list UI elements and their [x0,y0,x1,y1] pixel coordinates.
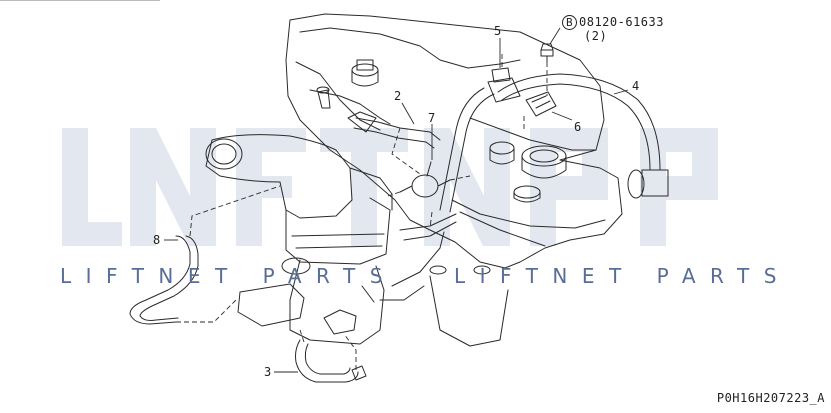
dash-elbow-2 [391,127,421,175]
valve-7 [399,161,451,198]
watermark-text-left: LIFTNET PARTS [60,264,397,288]
callout-6: 6 [574,120,582,134]
breather-hose-4 [439,73,669,213]
dash-valve-7 [387,175,471,197]
callout-8: 8 [153,233,161,247]
callout-7: 7 [428,111,436,125]
leader-4 [613,89,629,95]
engine-cover-outline [285,13,623,269]
watermark-logo [62,128,718,246]
filler-cap-right [489,141,515,165]
bolt-quantity: (2) [584,29,608,43]
bolt-symbol: B [562,15,577,30]
figure-code: P0H16H207223_A [716,391,825,405]
fitting-left [316,86,331,109]
callout-3: 3 [264,365,272,379]
top-rule [0,0,160,1]
filler-neck [521,145,567,179]
dash-lower [429,211,433,229]
bracket-6 [525,91,557,117]
callout-5: 5 [494,24,502,38]
connector-5 [487,67,521,103]
dash-hose-8-bottom [176,299,237,323]
hose-8 [129,235,199,325]
callout-4: 4 [632,79,640,93]
leader-6 [551,111,573,121]
plug-small [513,185,541,203]
bolt-b [540,43,554,63]
watermark-text-right: LIFTNET PARTS [454,264,791,288]
dash-hose-3 [299,329,357,370]
leader-2 [401,102,415,125]
callout-2: 2 [394,89,402,103]
leader-bolt [549,27,561,45]
lower-pipes [361,213,509,347]
bolt-part-number: 08120-61633 [579,15,664,29]
filler-cap-left [351,59,379,87]
hose-3 [295,339,367,383]
dash-hose-8-top [189,185,281,237]
breather-housing [205,134,393,345]
